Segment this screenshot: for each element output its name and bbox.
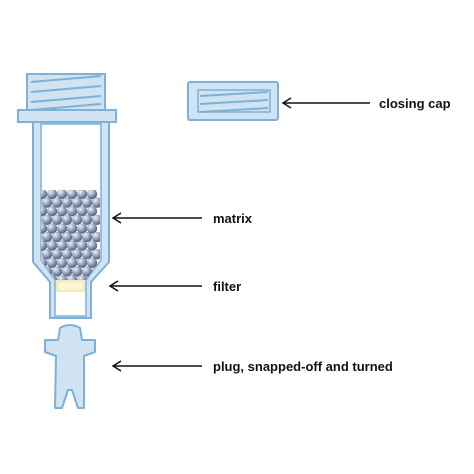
- matrix-bead: [61, 266, 73, 277]
- matrix-bead: [61, 197, 73, 208]
- label-filter: filter: [213, 279, 241, 294]
- matrix-bead: [41, 223, 48, 234]
- matrix-bead: [66, 206, 78, 217]
- arrow-filter: [108, 280, 202, 292]
- matrix-bead: [51, 249, 63, 260]
- matrix-bead: [76, 274, 88, 280]
- matrix-bead: [46, 240, 58, 251]
- arrow-closing-cap: [281, 97, 370, 109]
- matrix-bead: [91, 214, 100, 226]
- matrix-bead: [41, 206, 48, 217]
- matrix-bead: [86, 206, 98, 217]
- matrix-bead: [76, 223, 88, 234]
- matrix-bead: [76, 240, 88, 251]
- matrix-bead: [56, 274, 68, 280]
- column-flange: [17, 109, 117, 123]
- matrix-bead: [91, 197, 100, 208]
- matrix-bead: [46, 257, 58, 268]
- matrix-bead: [61, 231, 73, 243]
- matrix-bead: [46, 223, 58, 234]
- spin-column: [17, 73, 117, 319]
- arrow-plug: [111, 360, 202, 372]
- matrix-bead: [56, 190, 68, 200]
- matrix-bead: [46, 190, 58, 200]
- matrix-bead: [81, 197, 93, 208]
- matrix-bead: [41, 214, 53, 225]
- matrix-bead: [61, 249, 73, 260]
- plug-shape: [44, 324, 96, 409]
- matrix-bead: [56, 206, 68, 217]
- matrix-bead: [81, 266, 93, 277]
- filter-disc: [56, 280, 85, 292]
- matrix-bead: [56, 257, 68, 268]
- matrix-bead: [71, 197, 83, 208]
- matrix-bead: [66, 274, 78, 280]
- matrix-bead: [61, 214, 73, 225]
- matrix-bead: [76, 257, 88, 268]
- matrix-bead: [81, 214, 93, 225]
- matrix-bead: [86, 190, 98, 200]
- matrix-bead: [51, 197, 63, 208]
- matrix-bead: [76, 190, 88, 200]
- matrix-bead: [66, 223, 78, 234]
- matrix-bead: [91, 231, 100, 243]
- matrix-bead: [56, 240, 68, 251]
- matrix-bead: [71, 214, 83, 225]
- matrix-bead: [41, 190, 48, 200]
- matrix-beads: [41, 190, 100, 280]
- matrix-bead: [86, 240, 98, 251]
- label-closing-cap: closing cap: [379, 96, 451, 111]
- matrix-bead: [41, 240, 48, 251]
- matrix-bead: [41, 231, 53, 243]
- matrix-bead: [81, 231, 93, 243]
- matrix-bead: [66, 190, 78, 200]
- matrix-bead: [86, 257, 98, 268]
- matrix-bead: [71, 266, 83, 277]
- matrix-bead: [51, 214, 63, 225]
- matrix-bead: [81, 249, 93, 260]
- matrix-bead: [91, 249, 100, 260]
- label-matrix: matrix: [213, 211, 253, 226]
- matrix-bead: [66, 240, 78, 251]
- arrow-matrix: [111, 212, 202, 224]
- matrix-bead: [86, 223, 98, 234]
- label-plug: plug, snapped-off and turned: [213, 359, 393, 374]
- closing-cap: [187, 81, 279, 121]
- matrix-bead: [41, 249, 53, 260]
- matrix-bead: [51, 231, 63, 243]
- matrix-bead: [71, 249, 83, 260]
- matrix-bead: [46, 206, 58, 217]
- matrix-bead: [41, 197, 53, 208]
- matrix-bead: [56, 223, 68, 234]
- column-thread: [26, 73, 106, 113]
- matrix-bead: [51, 266, 63, 277]
- matrix-bead: [76, 206, 88, 217]
- matrix-bead: [66, 257, 78, 268]
- matrix-bead: [71, 231, 83, 243]
